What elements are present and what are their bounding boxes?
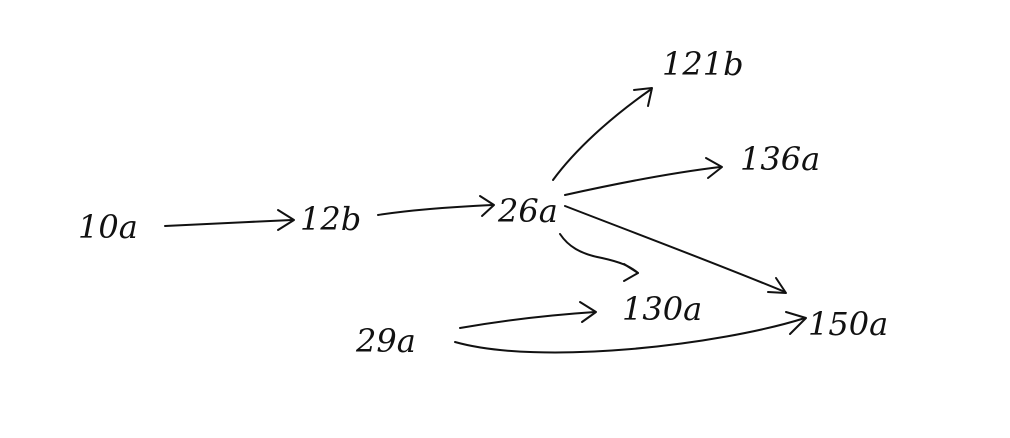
node-26a: 26a: [497, 192, 558, 230]
edge-line: [552, 89, 651, 181]
node-130a: 130a: [622, 290, 702, 328]
edge-line: [377, 204, 493, 216]
edge-line: [559, 233, 639, 274]
arrow-head-icon: [705, 157, 723, 179]
edge-line: [564, 166, 721, 196]
edge-10a-to-12b: [164, 209, 295, 231]
edge-29a-to-150a: [454, 311, 807, 354]
edge-26a-to-121b: [552, 87, 653, 181]
node-10a: 10a: [78, 208, 138, 246]
arrow-head-icon: [633, 87, 653, 107]
edge-26a-to-130a: [559, 233, 639, 282]
arrow-head-icon: [623, 263, 639, 282]
arrow-head-icon: [785, 311, 807, 335]
edge-26a-to-136a: [564, 157, 723, 196]
node-150a: 150a: [808, 305, 888, 343]
edge-line: [564, 205, 786, 293]
node-136a: 136a: [740, 140, 820, 178]
edge-26a-to-150a: [564, 205, 787, 294]
arrow-head-icon: [767, 277, 787, 294]
node-12b: 12b: [300, 200, 361, 238]
arrow-head-icon: [479, 195, 495, 217]
edge-line: [454, 317, 806, 354]
edge-line: [459, 311, 596, 329]
node-29a: 29a: [355, 322, 416, 360]
edges: [164, 87, 807, 354]
node-121b: 121b: [662, 45, 744, 83]
edge-line: [164, 219, 293, 227]
edge-29a-to-130a: [459, 301, 597, 329]
arrow-head-icon: [277, 209, 295, 231]
nodes: 10a 12b 26a 121b 136a 150a 130a 29a: [78, 45, 888, 360]
edge-12b-to-26a: [377, 195, 495, 217]
arrow-head-icon: [579, 301, 597, 323]
